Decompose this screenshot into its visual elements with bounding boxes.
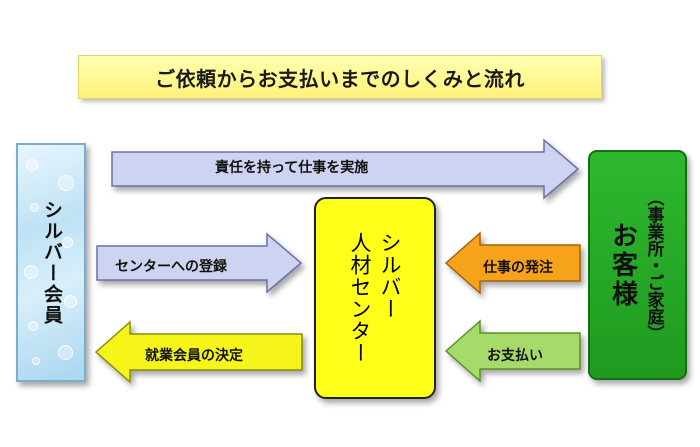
silver-center-label-line1: シルバー bbox=[378, 232, 402, 320]
customer-label: お客様 bbox=[607, 221, 638, 309]
registration-arrow bbox=[96, 232, 303, 294]
registration-arrow-label: センターへの登録 bbox=[115, 259, 227, 275]
responsibility-arrow bbox=[111, 138, 580, 200]
customer-sublabel: （事業所・ご家庭） bbox=[643, 188, 664, 342]
silver-member-box: シルバー会員 bbox=[16, 143, 86, 382]
silver-center-label: 人材センター シルバー bbox=[345, 232, 405, 364]
customer-box: お客様 （事業所・ご家庭） bbox=[588, 150, 687, 380]
silver-center-box: 人材センター シルバー bbox=[314, 197, 436, 399]
decision-arrow-label: 就業会員の決定 bbox=[145, 348, 243, 364]
payment-arrow bbox=[444, 319, 581, 383]
decision-arrow bbox=[94, 320, 303, 384]
silver-member-label: シルバー会員 bbox=[40, 199, 63, 326]
job-order-arrow-label: 仕事の発注 bbox=[483, 260, 553, 276]
diagram-title: ご依頼からお支払いまでのしくみと流れ bbox=[155, 66, 525, 91]
responsibility-arrow-label: 責任を持って仕事を実施 bbox=[215, 160, 369, 176]
payment-arrow-label: お支払い bbox=[487, 348, 543, 364]
silver-center-label-line2: 人材センター bbox=[348, 232, 372, 364]
job-order-arrow bbox=[444, 231, 581, 295]
title-banner: ご依頼からお支払いまでのしくみと流れ bbox=[78, 55, 602, 99]
